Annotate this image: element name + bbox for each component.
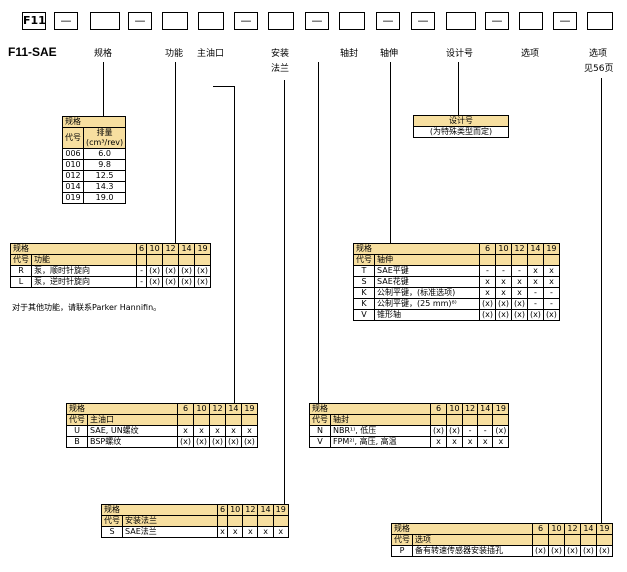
dash-box: —: [553, 12, 577, 30]
column-header: 代号: [62, 127, 84, 149]
design-table: 设计号 (为特殊类型而定): [413, 115, 509, 138]
mount-label-2: 法兰: [271, 64, 290, 74]
spec-label: 规格: [94, 49, 113, 59]
seal-label: 轴封: [340, 49, 359, 59]
design-title: 设计号: [413, 115, 509, 127]
design-subtitle: (为特殊类型而定): [413, 126, 509, 138]
table-title: 规格: [61, 116, 127, 128]
dash-box: —: [54, 12, 78, 30]
option1-label: 选项: [521, 49, 540, 59]
dash-box: —: [128, 12, 152, 30]
function-label: 功能: [165, 49, 184, 59]
dash-box: —: [376, 12, 400, 30]
column-header: 排量(cm³/rev): [82, 127, 127, 149]
dash-box: —: [485, 12, 509, 30]
design-label: 设计号: [446, 49, 474, 59]
main-port-label: 主油口: [197, 49, 225, 59]
seal-box: [339, 12, 365, 30]
option1-box: [519, 12, 543, 30]
design-box: [446, 12, 476, 30]
code-box: F11: [22, 12, 46, 30]
spec-box: [90, 12, 120, 30]
function-note: 对于其他功能，请联系Parker Hannifin。: [12, 303, 162, 312]
dash-box: —: [305, 12, 329, 30]
shaft-label: 轴伸: [380, 49, 399, 59]
dash-box: —: [234, 12, 258, 30]
function-box: [162, 12, 188, 30]
option2-box: [587, 12, 613, 30]
option2-note: 见56页: [584, 64, 614, 74]
mount-box: [268, 12, 294, 30]
port-box: [198, 12, 224, 30]
option2-label: 选项: [589, 49, 608, 59]
dash-box: —: [411, 12, 435, 30]
mount-label: 安装: [271, 49, 290, 59]
series-title: F11-SAE: [8, 45, 57, 59]
